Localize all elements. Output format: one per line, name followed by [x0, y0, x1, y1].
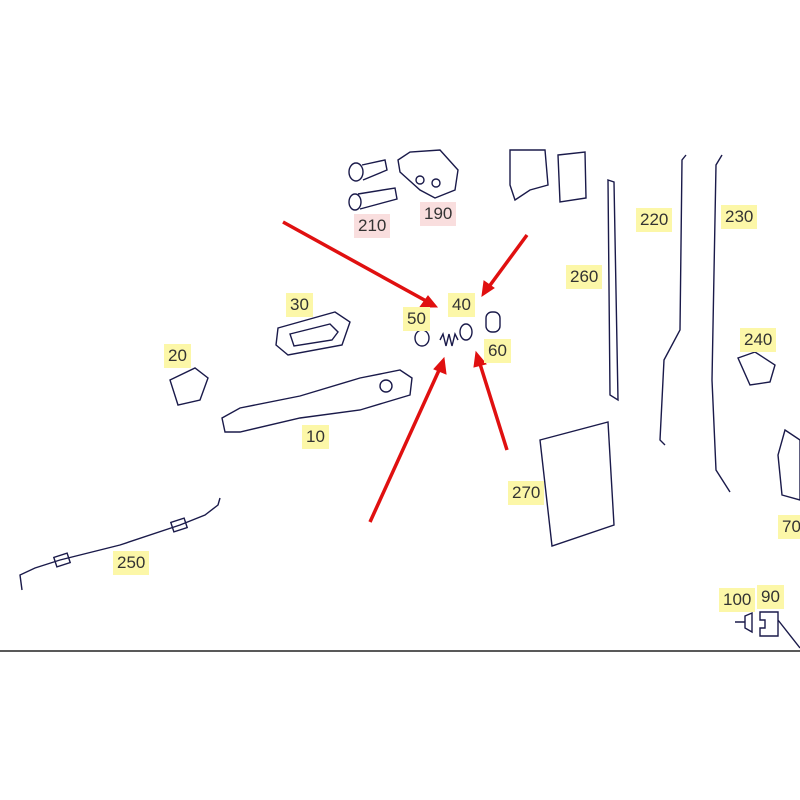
part-label-100: 100	[719, 588, 756, 612]
bushing-part-60	[485, 311, 501, 333]
clip-part-240	[737, 351, 776, 386]
cable-part-250	[19, 497, 221, 591]
handle-part-10	[221, 369, 413, 433]
screw-part	[348, 159, 388, 182]
gasket-part-30	[275, 311, 351, 356]
arrow-icon	[282, 220, 529, 523]
bracket-part-190	[397, 149, 459, 199]
rod-part-220	[659, 154, 687, 446]
rod-part-260	[607, 179, 619, 402]
part-label-20: 20	[164, 344, 191, 368]
screw-part-100	[735, 611, 753, 634]
latch-part-70	[777, 428, 800, 501]
part-label-70: 70	[778, 515, 800, 539]
spring-part-40	[439, 331, 459, 347]
bolt-part-210	[348, 187, 398, 211]
part-label-40: 40	[448, 293, 475, 317]
part-label-60: 60	[484, 339, 511, 363]
panel-part-270	[539, 421, 615, 547]
part-label-240: 240	[740, 328, 777, 352]
cap-part-20	[169, 367, 209, 406]
part-label-230: 230	[721, 205, 758, 229]
clip-part-90	[759, 611, 800, 649]
part-label-250: 250	[113, 551, 150, 575]
rod-part-230	[711, 154, 731, 493]
latch-bracket-part	[509, 149, 587, 203]
part-label-10: 10	[302, 425, 329, 449]
part-label-220: 220	[636, 208, 673, 232]
part-label-210: 210	[354, 214, 391, 238]
part-label-270: 270	[508, 481, 545, 505]
part-label-260: 260	[566, 265, 603, 289]
washer-part-50	[414, 329, 430, 347]
part-label-190: 190	[420, 202, 457, 226]
part-label-90: 90	[757, 585, 784, 609]
part-label-30: 30	[286, 293, 313, 317]
part-label-50: 50	[403, 307, 430, 331]
